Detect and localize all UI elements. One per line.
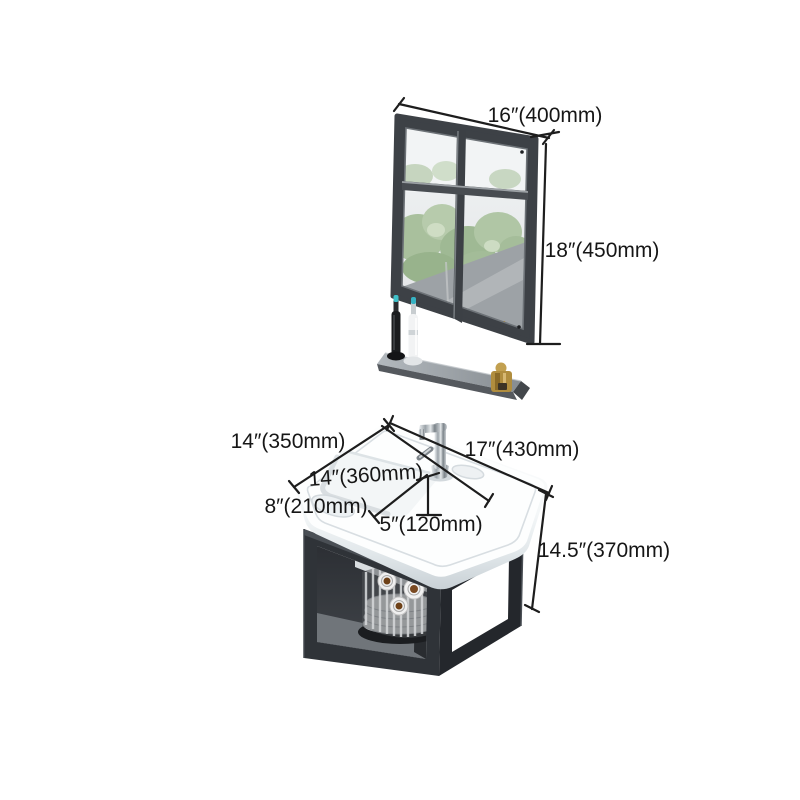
dim-basin-height-label: 5″(120mm) — [379, 513, 482, 536]
mirror-glass — [402, 128, 527, 329]
dim-cabinet-height-label: 14.5″(370mm) — [538, 539, 670, 562]
electric-toothbrush-black — [387, 295, 405, 361]
dim-counter-width-line — [385, 414, 554, 502]
dim-basin-depth-label: 8″(210mm) — [264, 495, 367, 518]
dim-mirror-width-label: 16″(400mm) — [488, 104, 603, 127]
dim-counter-depth-label: 14″(350mm) — [231, 430, 346, 453]
dim-basin-width-line — [380, 424, 495, 509]
dimension-labels: 16″(400mm) 18″(450mm) 14″(350mm) 17″(430… — [231, 104, 671, 562]
electric-toothbrush-white — [403, 297, 423, 366]
shelf-right-lip — [513, 381, 530, 400]
glass-lower-reflection — [402, 242, 526, 329]
vanity-sink — [295, 421, 548, 590]
faucet — [416, 423, 453, 482]
dim-cabinet-height-line — [523, 488, 555, 614]
dimension-annotations — [287, 96, 562, 614]
dim-mirror-height-label: 18″(450mm) — [545, 239, 660, 262]
mirror-cross-divider — [401, 129, 529, 323]
soap-dish-right — [451, 464, 485, 480]
sink-inner-rim — [306, 430, 537, 568]
dim-basin-depth-line — [367, 473, 429, 525]
rolled-towels — [377, 571, 425, 616]
mirror-inner-bevel — [401, 127, 528, 331]
perfume-bottle — [491, 362, 512, 392]
soap-dish-left — [311, 494, 355, 518]
shelf-front-edge — [377, 364, 517, 400]
dim-mirror-height-line — [525, 130, 562, 346]
wall-mirror — [390, 113, 539, 345]
dim-counter-width-label: 17″(430mm) — [465, 438, 580, 461]
dim-basin-height-line — [415, 471, 443, 517]
